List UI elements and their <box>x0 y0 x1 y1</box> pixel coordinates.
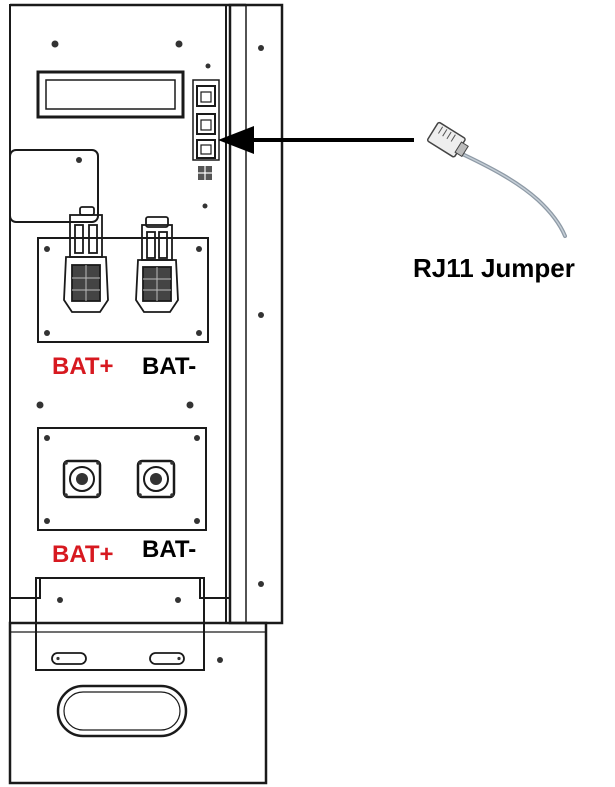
middle-screws <box>36 401 194 409</box>
base-handle-slot <box>56 684 188 738</box>
cabinet-side-panel <box>228 3 284 625</box>
lower-pos-label: BAT+ <box>52 541 114 568</box>
rj45-port-2 <box>196 139 216 159</box>
rj11-port <box>196 113 216 135</box>
rj11-jumper-cable <box>426 121 567 238</box>
upper-pos-label: BAT+ <box>52 353 114 380</box>
top-handle-slot <box>36 70 185 119</box>
upper-terminal-panel <box>37 237 209 343</box>
lower-pos-socket <box>62 459 102 499</box>
pointer-arrow <box>218 126 414 154</box>
base-box <box>8 621 268 785</box>
rj11-jumper-label: RJ11 Jumper <box>413 253 575 283</box>
side-bracket <box>9 149 99 223</box>
upper-pos-connector <box>63 206 109 313</box>
side-panel-screws <box>258 45 264 587</box>
lower-neg-label: BAT- <box>142 536 196 563</box>
lower-terminal-panel <box>37 427 207 531</box>
upper-neg-connector <box>135 216 179 313</box>
port-column <box>192 79 220 161</box>
upper-neg-label: BAT- <box>142 353 196 380</box>
top-screws <box>51 40 183 48</box>
rj45-port-1 <box>196 85 216 107</box>
lower-neg-socket <box>136 459 176 499</box>
dip-switch <box>198 166 212 180</box>
